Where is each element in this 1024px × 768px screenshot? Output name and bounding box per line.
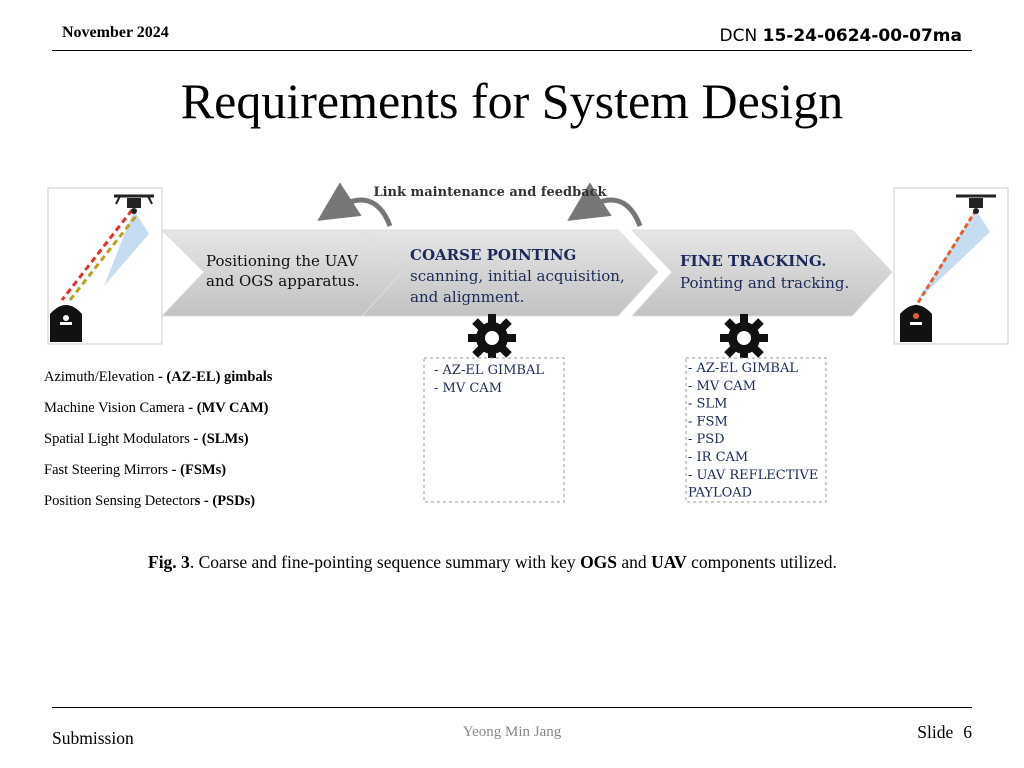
stage3-chevron bbox=[630, 229, 893, 317]
component-item: - MV CAM bbox=[434, 381, 502, 396]
beam-cone bbox=[104, 210, 149, 286]
component-item: - MV CAM bbox=[688, 379, 756, 394]
component-item: - UAV REFLECTIVE bbox=[688, 468, 818, 483]
stage2-chevron bbox=[360, 229, 659, 317]
drone-icon bbox=[114, 194, 154, 214]
stage1-line1: Positioning the UAV bbox=[206, 252, 359, 270]
coarse-components-list: - AZ-EL GIMBAL - MV CAM bbox=[434, 363, 544, 396]
left-link-panel bbox=[47, 187, 163, 345]
legend-item: Azimuth/Elevation - (AZ-EL) gimbals bbox=[44, 369, 273, 385]
uplink-beam bbox=[68, 215, 138, 301]
legend-item: Fast Steering Mirrors - (FSMs) bbox=[44, 462, 227, 478]
stage1-line2: and OGS apparatus. bbox=[206, 272, 360, 290]
footer-rule bbox=[52, 707, 972, 708]
fine-components-box bbox=[685, 357, 827, 503]
stage2-line2: scanning, initial acquisition, bbox=[410, 267, 625, 285]
fine-components-list: - AZ-EL GIMBAL - MV CAM - SLM - FSM - PSD - I… bbox=[688, 361, 818, 501]
stage2-line3: and alignment. bbox=[410, 288, 524, 306]
slide-title: Requirements for System Design bbox=[180, 73, 844, 129]
component-item: - AZ-EL GIMBAL bbox=[434, 363, 544, 378]
coarse-components-box bbox=[423, 357, 565, 503]
component-item: - AZ-EL GIMBAL bbox=[688, 361, 798, 376]
stage3-line2: Pointing and tracking. bbox=[680, 274, 849, 292]
tracking-beam bbox=[914, 209, 978, 307]
dcn-prefix: DCN bbox=[719, 26, 758, 46]
downlink-beam bbox=[60, 209, 134, 301]
component-item: - FSM bbox=[688, 414, 728, 429]
gear-icon bbox=[468, 314, 516, 362]
component-item: - SLM bbox=[688, 397, 727, 412]
footer-presenter: Yeong Min Jang bbox=[462, 724, 562, 740]
pointing-sequence-figure: Link maintenance and feedback Positionin… bbox=[47, 182, 1009, 503]
dcn-number: 15-24-0624-00-07ma bbox=[762, 26, 962, 46]
legend-item: Position Sensing Detectors - (PSDs) bbox=[44, 493, 256, 509]
legend-item: Machine Vision Camera - (MV CAM) bbox=[44, 400, 269, 416]
feedback-arrow-right bbox=[567, 182, 643, 227]
header-date: November 2024 bbox=[62, 24, 169, 41]
header-dcn: DCN 15-24-0624-00-07ma bbox=[720, 26, 962, 46]
figure-caption: Fig. 3. Coarse and fine-pointing sequenc… bbox=[148, 552, 837, 572]
feedback-arrow-left bbox=[317, 182, 393, 227]
header-rule bbox=[52, 50, 972, 51]
ground-station-icon bbox=[50, 305, 82, 342]
drone-icon bbox=[956, 194, 996, 214]
component-item: - IR CAM bbox=[688, 450, 748, 465]
legend-item: Spatial Light Modulators - (SLMs) bbox=[44, 431, 249, 447]
ground-station-icon bbox=[900, 305, 932, 342]
component-legend: Azimuth/Elevation - (AZ-EL) gimbals Mach… bbox=[44, 362, 272, 517]
right-link-panel bbox=[893, 187, 1009, 345]
footer-submission: Submission bbox=[52, 728, 134, 748]
component-item: - PSD bbox=[688, 432, 725, 447]
component-item: PAYLOAD bbox=[688, 486, 752, 501]
stage3-line1: FINE TRACKING. bbox=[680, 252, 827, 270]
gear-icon bbox=[720, 314, 768, 362]
feedback-label: Link maintenance and feedback bbox=[373, 185, 607, 200]
stage2-line1: COARSE POINTING bbox=[410, 246, 576, 264]
